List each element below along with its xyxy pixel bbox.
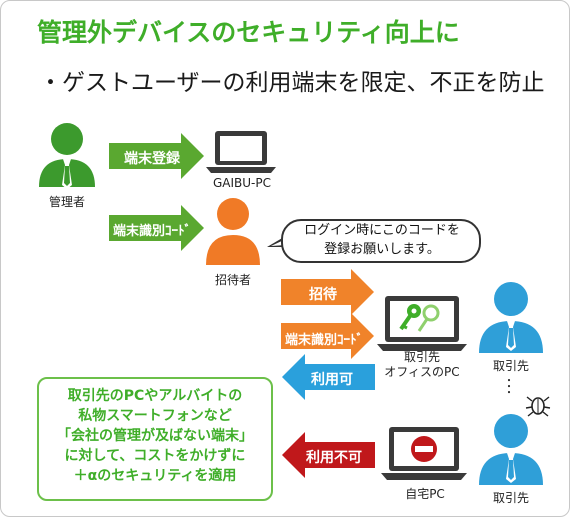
register-arrow: [109, 133, 204, 179]
partner-top-label: 取引先: [492, 359, 529, 373]
ellipsis: ・ ・ ・: [504, 376, 514, 399]
speech-bubble-text: ログイン時にこのコードを 登録お願いします。: [304, 223, 460, 257]
note-text: 取引先のPCやアルバイトの 私物スマートフォンなど 「会社の管理が及ばない端末」…: [57, 388, 253, 484]
identify-code-arrow-2: [281, 313, 374, 359]
denied-arrow: [282, 432, 375, 478]
identify-code-arrow-1-label: 端末識別ｺｰﾄﾞ: [113, 224, 192, 239]
subtitle: ・ゲストユーザーの利用端末を限定、不正を防止: [39, 70, 545, 96]
denied-arrow-label: 利用不可: [306, 450, 362, 466]
partner-bottom-person-icon: [479, 414, 543, 485]
identify-code-arrow-2-label: 端末識別ｺｰﾄﾞ: [285, 333, 364, 348]
admin-label: 管理者: [48, 195, 85, 209]
admin-person-icon: [39, 123, 95, 189]
note-box: [37, 377, 273, 501]
office-pc-icon: [377, 296, 467, 351]
partner-bottom-label: 取引先: [492, 491, 529, 505]
key-icon: [399, 304, 440, 332]
home-pc-label: 自宅PC: [405, 487, 445, 501]
identify-code-arrow-1: [109, 205, 204, 251]
partner-top-person-icon: [479, 282, 543, 353]
laptop-icon-gaibu: [206, 131, 276, 173]
title: 管理外デバイスのセキュリティ向上に: [37, 18, 460, 47]
invitee-person-icon: [206, 198, 260, 265]
allowed-arrow: [282, 354, 375, 400]
no-entry-icon: [411, 436, 437, 462]
allowed-arrow-label: 利用可: [311, 372, 353, 388]
bug-icon: [525, 396, 551, 417]
office-pc-label: 取引先 オフィスのPC: [384, 350, 460, 379]
invitee-label: 招待者: [214, 273, 251, 287]
register-arrow-label: 端末登録: [124, 151, 180, 167]
speech-bubble: [281, 219, 481, 263]
invite-arrow: [281, 269, 374, 315]
invite-arrow-label: 招待: [309, 287, 337, 303]
gaibu-pc-label: GAIBU-PC: [212, 176, 271, 190]
